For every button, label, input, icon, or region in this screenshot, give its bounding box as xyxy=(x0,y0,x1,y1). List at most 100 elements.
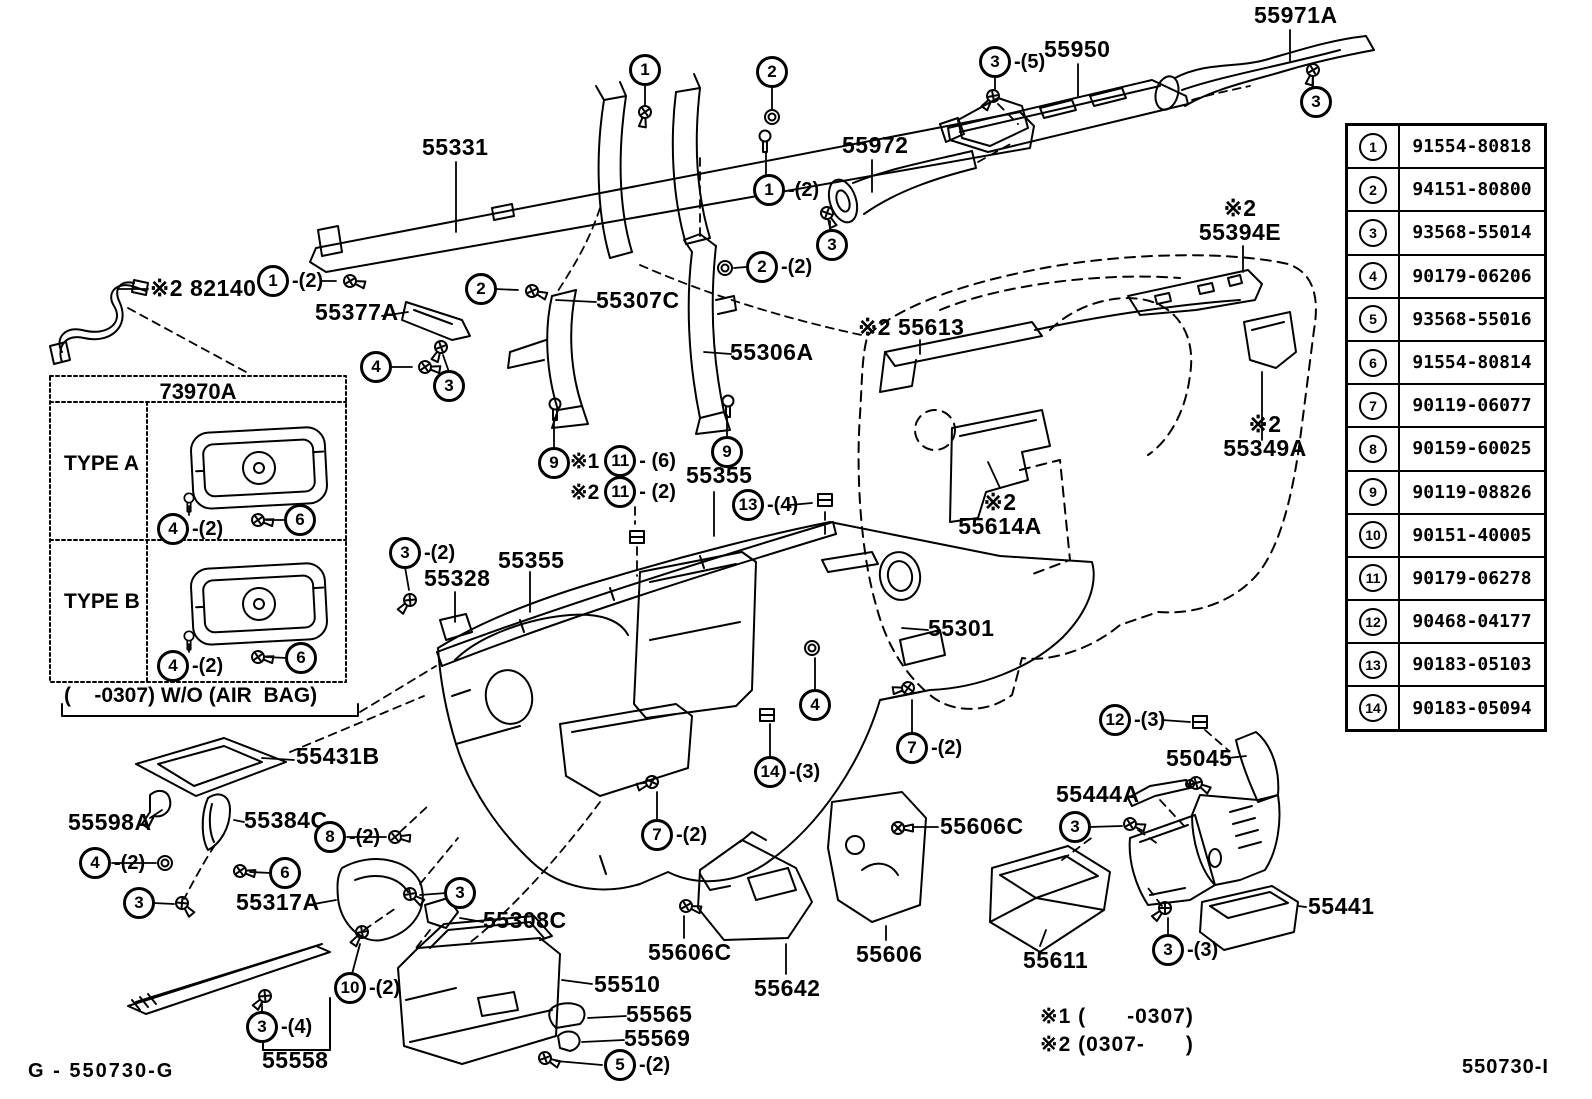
part-label-55307c: 55307C xyxy=(596,287,680,313)
part-55317a-panel xyxy=(336,858,424,942)
ref-cell: 2 xyxy=(1348,169,1400,211)
ref-cell: 10 xyxy=(1348,514,1400,556)
part-label-55606c-left: 55606C xyxy=(648,939,732,965)
callout-4-qty2-inset-a: 4-(2) xyxy=(157,513,223,545)
callout-13-qty4: 13-(4) xyxy=(732,489,798,521)
part-label-55328: 55328 xyxy=(424,565,491,591)
part-label-55558: 55558 xyxy=(262,1047,329,1073)
ref-cell: 8 xyxy=(1348,428,1400,470)
part-number-cell: 90183-05094 xyxy=(1412,697,1532,719)
table-row: 13 90183-05103 xyxy=(1348,642,1544,686)
part-number-cell: 94151-80800 xyxy=(1412,179,1532,201)
callout-4-qty2-inset-b: 4-(2) xyxy=(157,650,223,682)
table-row: 2 94151-80800 xyxy=(1348,167,1544,211)
inset-caption-bracket xyxy=(61,703,359,717)
part-label-82140: ※2 82140 xyxy=(150,275,257,301)
ref-number: 7 xyxy=(1359,391,1387,420)
part-number-cell: 90119-08826 xyxy=(1412,481,1532,503)
inset-type-b-label: TYPE B xyxy=(64,590,140,613)
part-55306a-brace xyxy=(683,233,737,435)
part-label-55606: 55606 xyxy=(856,941,923,967)
part-55384c-bracket xyxy=(201,793,231,851)
ref-mark: ※2 xyxy=(1223,195,1257,221)
inset-title: 73970A xyxy=(159,379,237,404)
part-55569-clip xyxy=(557,1030,581,1052)
inset-airbag-type-a xyxy=(190,426,328,510)
callout-3-qty2: 3-(2) xyxy=(389,537,455,569)
callout-4: 4 xyxy=(360,351,392,383)
callout-6: 6 xyxy=(269,857,301,889)
part-55355-trim-strip xyxy=(436,521,837,667)
part-55558-strip xyxy=(127,943,331,1051)
callout-10-qty2: 10-(2) xyxy=(334,972,400,1004)
part-55045-panel xyxy=(1128,731,1281,906)
ref-number: 5 xyxy=(1359,305,1387,334)
callout-3: 3 xyxy=(444,877,476,909)
part-number-cell: 91554-80818 xyxy=(1412,136,1532,158)
part-insulator-dashboard xyxy=(857,254,1317,710)
table-row: 10 90151-40005 xyxy=(1348,512,1544,556)
part-label-55972: 55972 xyxy=(842,132,909,158)
callout-8-qty2: 8-(2) xyxy=(314,821,380,853)
callout-1-qty2: 1-(2) xyxy=(753,174,819,206)
ref-cell: 13 xyxy=(1348,644,1400,686)
part-number: 55394E xyxy=(1198,219,1282,246)
inset-airbag-type-b xyxy=(190,562,328,646)
part-label-55355-upper: 55355 xyxy=(686,462,753,488)
part-label-55431b: 55431B xyxy=(296,743,380,769)
part-number-cell: 90151-40005 xyxy=(1412,524,1532,546)
callout-7-qty2: 7-(2) xyxy=(896,732,962,764)
part-55971a-duct xyxy=(1154,35,1375,111)
ref-number: 3 xyxy=(1359,218,1387,247)
callout-2-qty2: 2-(2) xyxy=(746,251,812,283)
part-number-cell: 90183-05103 xyxy=(1412,654,1532,676)
inset-type-a-label: TYPE A xyxy=(64,452,140,475)
ref-number: 11 xyxy=(1359,564,1387,593)
ref-cell: 12 xyxy=(1348,601,1400,643)
ref-number: 1 xyxy=(1359,132,1387,161)
ref-cell: 7 xyxy=(1348,385,1400,427)
ref-cell: 11 xyxy=(1348,557,1400,600)
table-row: 7 90119-06077 xyxy=(1348,383,1544,427)
part-55972-duct xyxy=(827,150,977,224)
part-82140-wire xyxy=(49,279,149,365)
part-55950-nozzle xyxy=(939,79,1189,153)
part-label-55950: 55950 xyxy=(1044,36,1111,62)
callout-14-qty3: 14-(3) xyxy=(754,756,820,788)
part-55642-cover xyxy=(697,831,813,941)
callout-6-inset-a: 6 xyxy=(284,504,316,536)
part-label-55444a: 55444A xyxy=(1056,781,1140,807)
part-55394e-panel xyxy=(1034,269,1263,331)
callout-3-qty3: 3-(3) xyxy=(1152,934,1218,966)
part-number-cell: 90119-06077 xyxy=(1412,395,1532,417)
part-label-55308c: 55308C xyxy=(483,907,567,933)
part-label-55441: 55441 xyxy=(1308,893,1375,919)
part-label-55606c-right: 55606C xyxy=(940,813,1024,839)
part-55614a-insulator xyxy=(949,409,1051,523)
ref-number: 4 xyxy=(1359,262,1387,291)
part-label-55565: 55565 xyxy=(626,1001,693,1027)
ref-number: 14 xyxy=(1359,694,1387,723)
part-label-55971a: 55971A xyxy=(1254,2,1338,28)
callout-5-qty2: 5-(2) xyxy=(604,1049,670,1081)
callout-3: 3 xyxy=(123,887,155,919)
part-55611-tray xyxy=(989,845,1111,953)
ref-number: 13 xyxy=(1359,650,1387,679)
part-label-55613: ※2 55613 xyxy=(858,314,965,340)
ref-cell: 9 xyxy=(1348,471,1400,513)
table-row: 1 91554-80818 xyxy=(1348,126,1544,168)
callout-2: 2 xyxy=(465,273,497,305)
ref-cell: 4 xyxy=(1348,255,1400,297)
fastener-glyphs xyxy=(157,61,1322,1071)
part-55349a-bracket xyxy=(1243,311,1297,369)
callout-3: 3 xyxy=(1059,811,1091,843)
callout-1: 1 xyxy=(629,54,661,86)
